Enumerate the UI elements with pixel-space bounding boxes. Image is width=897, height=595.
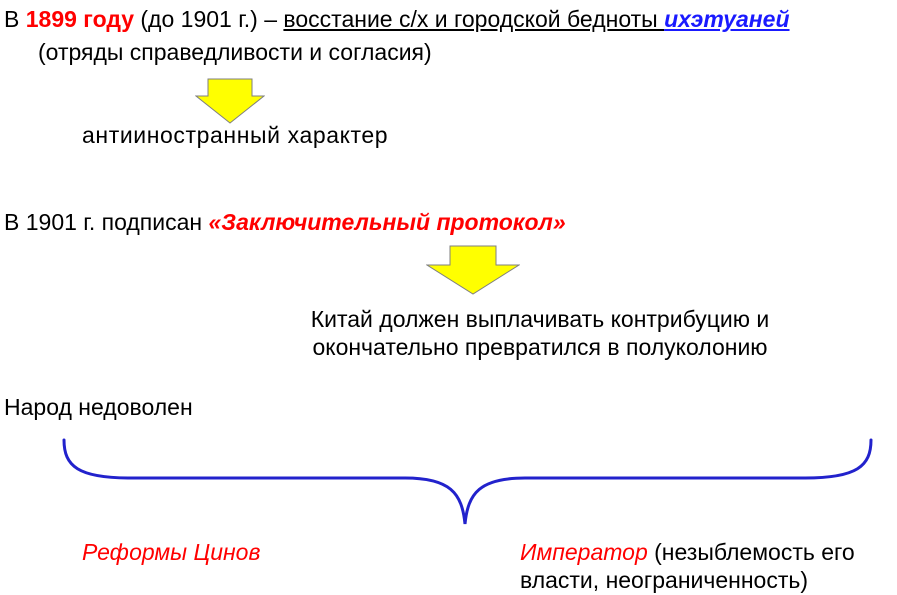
uprising-line: В 1899 году (до 1901 г.) – восстание с/х… xyxy=(4,5,790,33)
uprising-prefix: В xyxy=(4,6,26,32)
emperor-label: Император xyxy=(520,539,648,565)
people-discontent: Народ недоволен xyxy=(4,394,193,420)
emperor-detail: (незыблемость его xyxy=(647,539,855,565)
yihetuan-explanation: (отряды справедливости и согласия) xyxy=(38,39,432,65)
uprising-dates: (до 1901 г.) – xyxy=(134,6,284,32)
uprising-description: восстание с/х и городской бедноты xyxy=(283,6,665,32)
protocol-prefix: В 1901 г. подписан xyxy=(4,209,209,235)
emperor-detail-line2: власти, неограниченность) xyxy=(520,567,809,593)
yihetuan-term: ихэтуаней xyxy=(664,6,790,32)
down-arrow-icon xyxy=(426,245,520,295)
final-protocol-name: «Заключительный протокол» xyxy=(208,209,566,235)
qing-reforms: Реформы Цинов xyxy=(82,539,261,565)
protocol-line: В 1901 г. подписан «Заключительный прото… xyxy=(4,208,566,236)
uprising-year: 1899 году xyxy=(25,6,134,32)
emperor-line: Император (незыблемость его xyxy=(520,538,855,566)
curly-brace xyxy=(62,438,873,525)
antiforeign-character: антииностранный характер xyxy=(82,122,389,148)
down-arrow-icon xyxy=(195,78,265,124)
china-consequence: Китай должен выплачивать контрибуцию и о… xyxy=(310,306,770,360)
